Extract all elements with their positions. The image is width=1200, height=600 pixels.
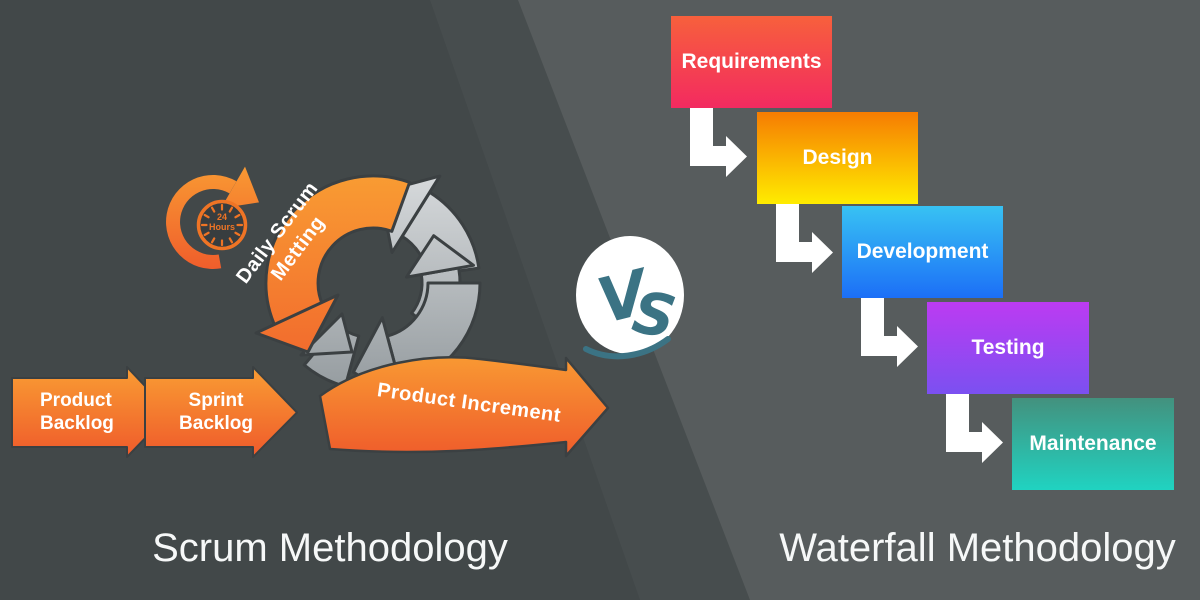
gray-arrowhead-bottom [299,312,354,357]
waterfall-methodology-title: Waterfall Methodology [779,526,1176,570]
sprint-backlog-line2: Backlog [179,413,253,434]
connector-arrow-development-testing [861,298,918,367]
orange-arrowhead [254,293,340,354]
product-backlog-line1: Product [40,390,112,411]
orange-arc [264,174,412,330]
clock-label-line1: 24 [216,212,227,222]
step-label: Requirements [681,50,822,73]
product-backlog-label: Product Backlog [40,389,114,435]
clock-label-line2: Hours [208,222,235,232]
clock-ticks [200,203,244,247]
step-label: Design [802,146,873,169]
scrum-cycle-orange-arc-icon [254,174,412,354]
product-increment-ribbon [318,356,610,458]
clock-ring-arrow [166,175,237,270]
waterfall-step-design: Design [757,112,918,204]
waterfall-step-requirements: Requirements [671,16,832,108]
vs-circle [576,236,684,354]
step-label: Maintenance [1029,432,1157,455]
scrum-methodology-title: Scrum Methodology [152,526,508,570]
step-label: Testing [971,336,1045,359]
sprint-backlog-arrow [144,366,298,458]
waterfall-step-development: Development [842,206,1003,298]
connector-arrow-testing-maintenance [946,394,1003,463]
clock-ring-arrowhead [221,166,259,209]
waterfall-connectors [690,108,1003,463]
sprint-backlog-line1: Sprint [188,390,244,411]
sprint-backlog-label: Sprint Backlog [170,389,262,435]
step-label: Development [856,240,989,263]
vs-badge: V S [576,236,684,360]
waterfall-step-maintenance: Maintenance [1012,398,1174,490]
backlog-arrows [11,366,298,458]
gray-arrowhead-inner [405,234,475,279]
connector-arrow-design-development [776,204,833,273]
clock-face [196,199,248,251]
product-backlog-line2: Backlog [40,413,114,434]
24-hours-clock-icon [166,166,259,270]
waterfall-step-testing: Testing [927,302,1089,394]
vs-brush-swash [583,336,671,360]
clock-24-hours-label: 24 Hours [200,212,244,232]
connector-arrow-requirements-design [690,108,747,177]
